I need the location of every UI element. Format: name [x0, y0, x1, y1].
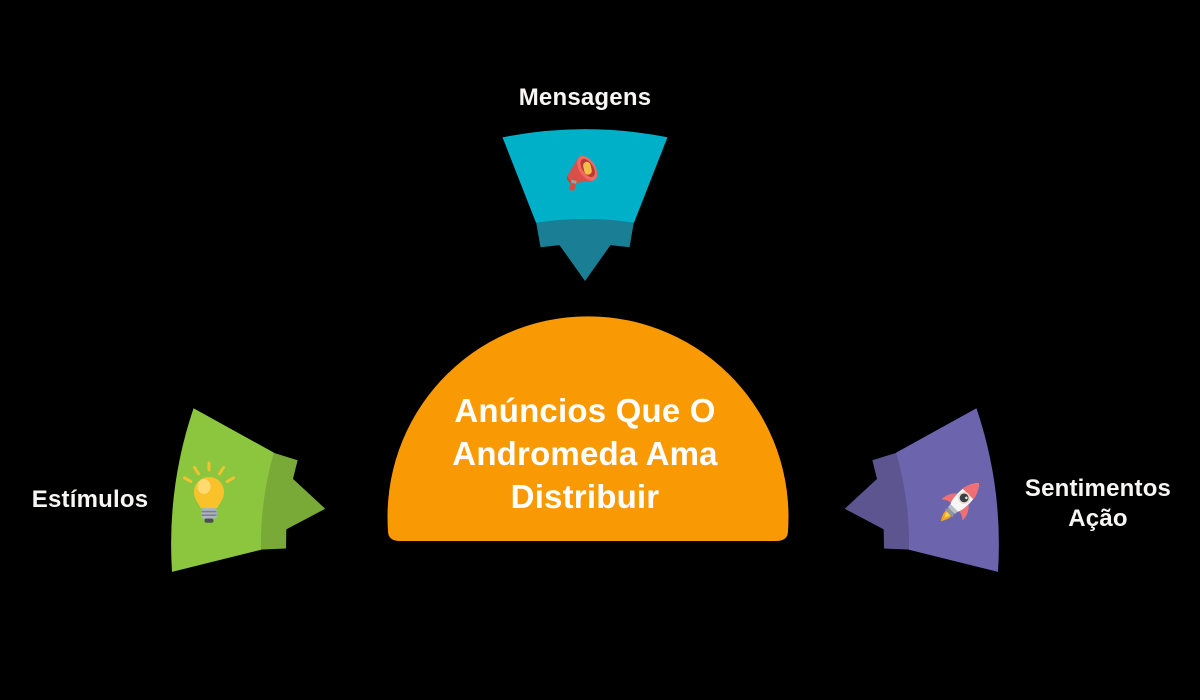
rocket-icon — [940, 483, 979, 522]
megaphone-handle — [569, 176, 578, 191]
rocket-nose — [962, 483, 979, 500]
label-sentimentos: Sentimentos Ação — [1008, 474, 1188, 534]
rocket-band — [947, 504, 958, 515]
lightbulb-sheen — [197, 479, 211, 494]
megaphone-driver — [583, 161, 592, 175]
center-title-line1: Anúncios Que O — [454, 392, 716, 429]
center-title-line3: Distribuir — [510, 478, 660, 515]
lightbulb-rays — [183, 461, 235, 483]
megaphone-icon — [566, 155, 598, 191]
lightbulb-tip — [204, 518, 214, 523]
petal-sentimentos — [844, 408, 999, 572]
rocket-fin-left — [941, 493, 959, 503]
rocket-window — [959, 493, 969, 503]
rocket-nozzle — [944, 507, 955, 518]
lightbulb-bulb — [194, 477, 224, 508]
lightbulb-base — [201, 508, 217, 519]
petal-sentimentos-fan — [896, 408, 999, 572]
label-sentimentos-line2: Ação — [1068, 505, 1128, 532]
petal-estimulos-pointer — [259, 452, 326, 550]
petal-estimulos — [171, 408, 326, 572]
petal-mensagens — [502, 129, 668, 281]
rocket-fin-right — [959, 503, 969, 521]
lightbulb-icon — [183, 461, 235, 523]
petal-sentimentos-pointer — [844, 452, 911, 550]
center-title-line2: Andromeda Ama — [452, 435, 718, 472]
label-estimulos: Estímulos — [31, 486, 149, 513]
center-dome — [387, 316, 789, 541]
label-mensagens: Mensagens — [518, 84, 652, 111]
petal-mensagens-pointer — [536, 217, 634, 281]
label-sentimentos-line1: Sentimentos — [1024, 475, 1172, 502]
center-title: Anúncios Que O Andromeda Ama Distribuir — [415, 389, 755, 518]
